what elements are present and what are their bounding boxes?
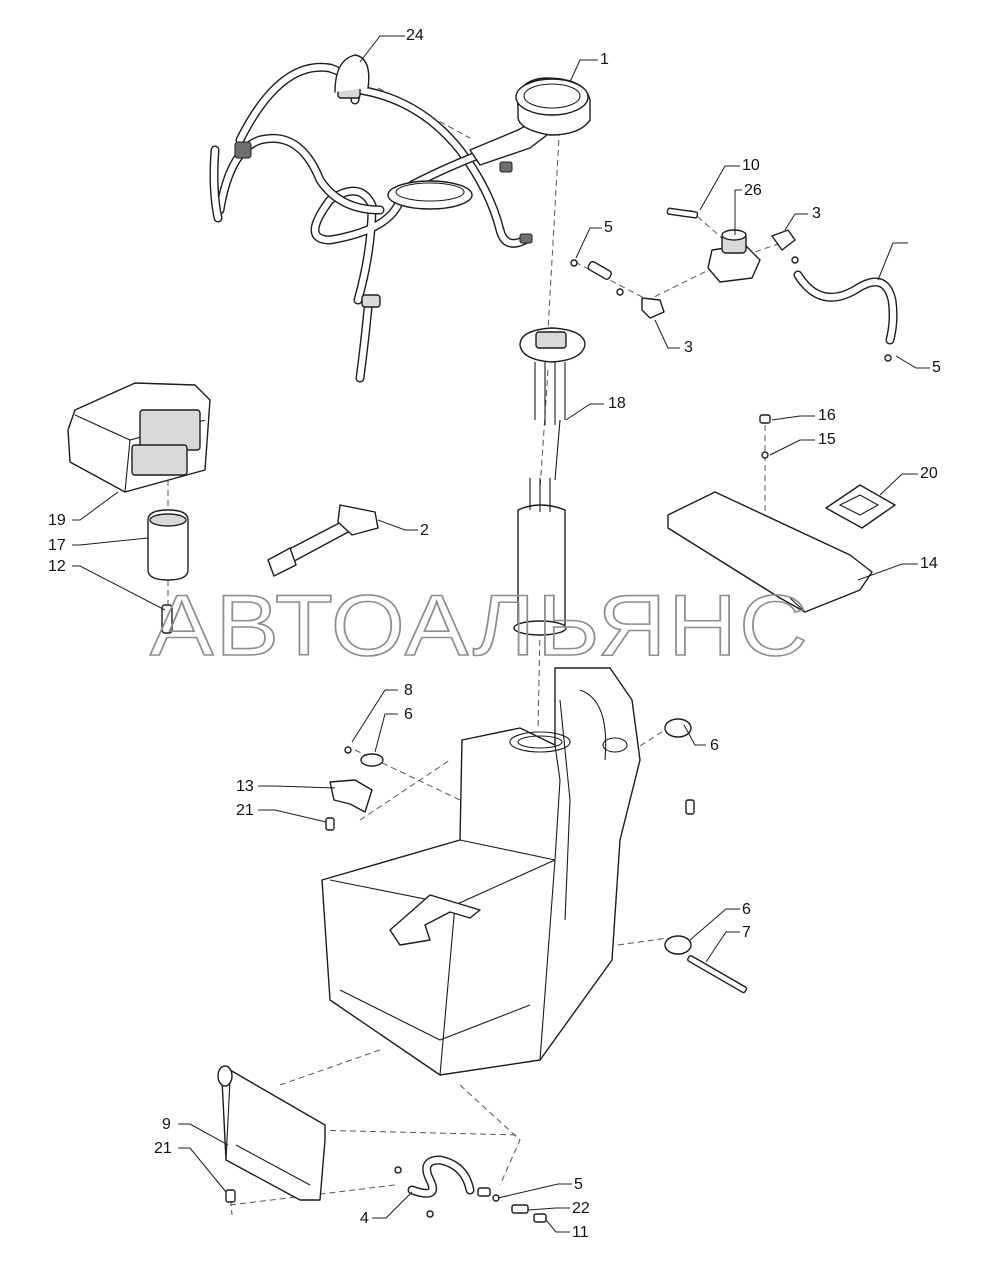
sensor-part [267,504,379,577]
watermark: АВТОАЛЬЯНС [150,578,810,674]
wiring-harness [209,54,533,383]
callout-2: 2 [420,522,429,539]
callout-23: 24 [406,27,424,44]
callout-24: 26 [744,182,762,199]
callout-11: 11 [572,1224,589,1241]
callout-17: 17 [48,537,66,554]
callout-21-top: 21 [236,802,254,819]
fasteners [325,718,748,994]
callout-4: 4 [360,1210,369,1227]
callout-18: 18 [608,395,626,412]
callout-21-bottom: 21 [154,1140,172,1157]
callout-7: 7 [742,924,751,941]
callout-16: 16 [818,407,836,424]
filler-cap-assembly [469,77,591,166]
callout-3-top: 3 [812,205,821,222]
leader-lines [72,35,930,1233]
callout-5-pipe: 5 [604,219,613,236]
callout-labels: 24 1 10 26 3 5 3 5 18 16 15 20 14 2 19 1… [48,27,941,1241]
drain-pipe [394,1155,547,1223]
vent-hose [791,256,898,362]
callout-13: 13 [236,778,254,795]
callout-3-elbow: 3 [684,339,693,356]
callout-10: 10 [742,157,760,174]
fuel-level-sender [513,327,586,636]
callout-12: 12 [48,558,66,575]
callout-8: 8 [404,682,413,699]
lower-bracket [217,1065,326,1203]
callout-22: 22 [572,1200,590,1217]
callout-6-lower: 6 [742,901,751,918]
callout-6-right: 6 [710,737,719,754]
callout-6-left: 6 [404,706,413,723]
solenoid-valve [666,207,796,283]
callout-20: 20 [920,465,938,482]
callout-15: 15 [818,431,836,448]
cover-plate [667,414,896,613]
callout-19: 19 [48,512,66,529]
callout-14: 14 [920,555,938,572]
fuel-line-pipe [570,259,665,319]
callout-1: 1 [600,51,609,68]
fuel-tank [321,667,641,1076]
fuel-filter-module [67,382,211,634]
callout-9: 9 [162,1116,171,1133]
callout-5-bottom: 5 [574,1176,583,1193]
callout-5-hose: 5 [932,359,941,376]
